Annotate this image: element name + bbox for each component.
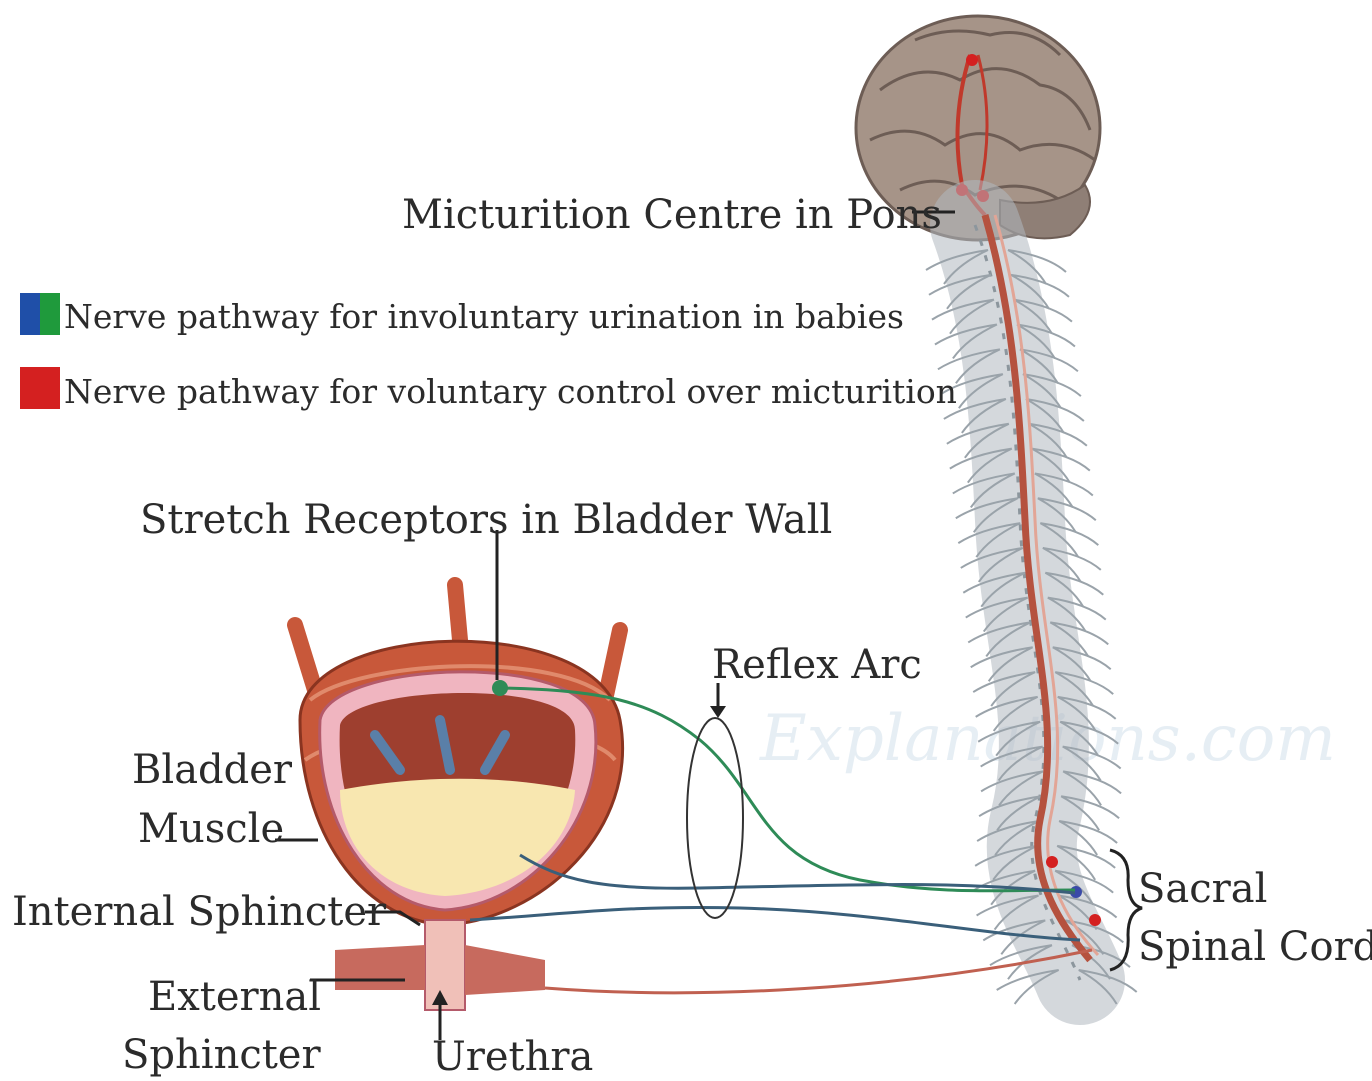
label-stretch-receptors: Stretch Receptors in Bladder Wall: [140, 497, 832, 543]
label-bladder: Bladder: [132, 747, 293, 793]
label-urethra: Urethra: [432, 1034, 593, 1080]
label-micturition-centre: Micturition Centre in Pons: [402, 192, 942, 238]
label-internal-sphincter: Internal Sphincter: [12, 889, 387, 935]
motor-nerve-path-lower: [470, 907, 1080, 940]
legend-swatch-involuntary-green: [40, 293, 60, 335]
label-sphincter: Sphincter: [122, 1032, 321, 1078]
bladder-illustration: [295, 585, 623, 1010]
legend-swatch-voluntary: [20, 367, 60, 409]
legend-involuntary-label: Nerve pathway for involuntary urination …: [64, 297, 904, 336]
label-muscle: Muscle: [138, 806, 284, 852]
label-external: External: [148, 974, 321, 1020]
legend-swatch-involuntary-blue: [20, 293, 40, 335]
legend-voluntary-label: Nerve pathway for voluntary control over…: [64, 372, 957, 411]
label-sacral: Sacral: [1138, 866, 1267, 912]
label-spinal-cord: Spinal Cord: [1138, 924, 1372, 970]
label-reflex-arc: Reflex Arc: [712, 642, 922, 688]
legend: Nerve pathway for involuntary urination …: [20, 293, 957, 411]
